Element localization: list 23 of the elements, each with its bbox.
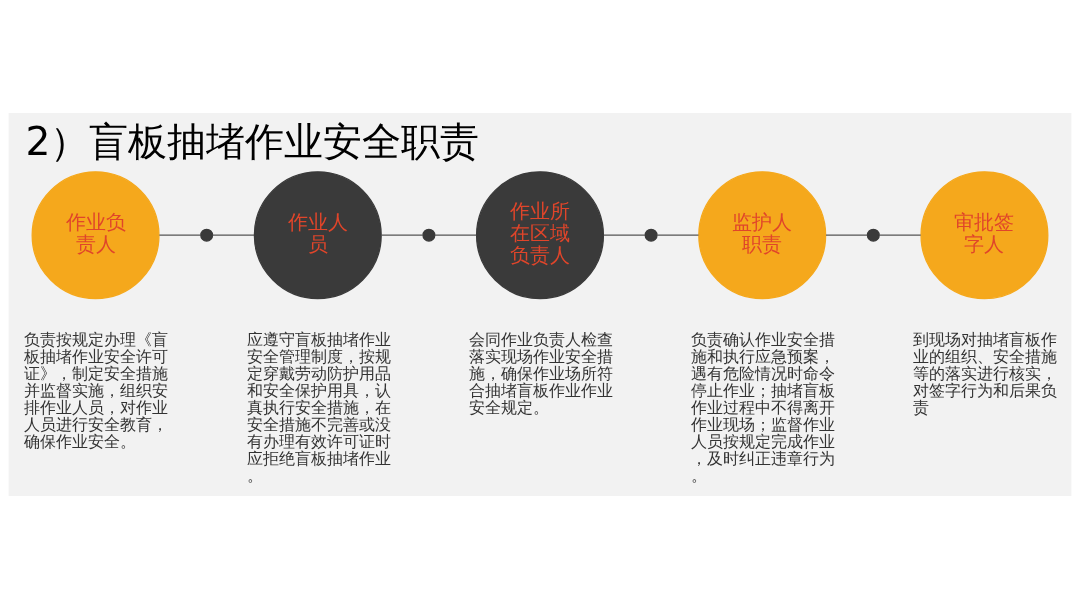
connector xyxy=(212,234,255,236)
node-label: 会同作业负责人检查落实现场作业安全措施，确保作业场所符合抽堵盲板作业作业安全规定。 xyxy=(468,329,613,417)
node-circle: 监护人职责 xyxy=(698,170,827,299)
node-circle xyxy=(200,228,214,242)
connector xyxy=(380,234,424,236)
node-label: 负责按规定办理《盲板抽堵作业安全许可证》，制定安全措施并监督实施，组织安排作业人员，对作业人员进行安全教育，确保作业安全。 xyxy=(24,329,169,451)
connector xyxy=(158,234,202,236)
node-circle: 作业所在区域负责人 xyxy=(475,170,605,299)
node-label: 到现场对抽堵盲板作业的组织、安全措施等的落实进行核实，对签字行为和后果负责 xyxy=(913,329,1058,417)
connector xyxy=(603,234,646,236)
node-label: 应遵守盲板抽堵作业安全管理制度，按规定穿戴劳动防护用品和安全保护用具，认真执行安全措施，在安全措施不完善或没有办理有效许可证时应拒绝盲板抽堵作业。 xyxy=(246,329,391,485)
node-label: 负责确认作业安全措施和执行应急预案，遇有危险情况时命令停止作业；抽堵盲板作业过程中不得离开作业现场；监督作业人员按规定完成作业，及时纠正违章行为。 xyxy=(690,329,835,485)
connector xyxy=(825,234,868,236)
connector xyxy=(434,234,477,236)
node-circle xyxy=(422,228,436,242)
node-circle xyxy=(866,228,880,242)
node-circle xyxy=(644,228,658,242)
diagram-title: 2）盲板抽堵作业安全职责 xyxy=(25,118,480,164)
node-circle: 审批签字人 xyxy=(920,170,1049,299)
node-circle: 作业人员 xyxy=(253,170,382,299)
node-circle: 作业负责人 xyxy=(31,170,160,299)
connector xyxy=(656,234,700,236)
connector xyxy=(878,234,922,236)
